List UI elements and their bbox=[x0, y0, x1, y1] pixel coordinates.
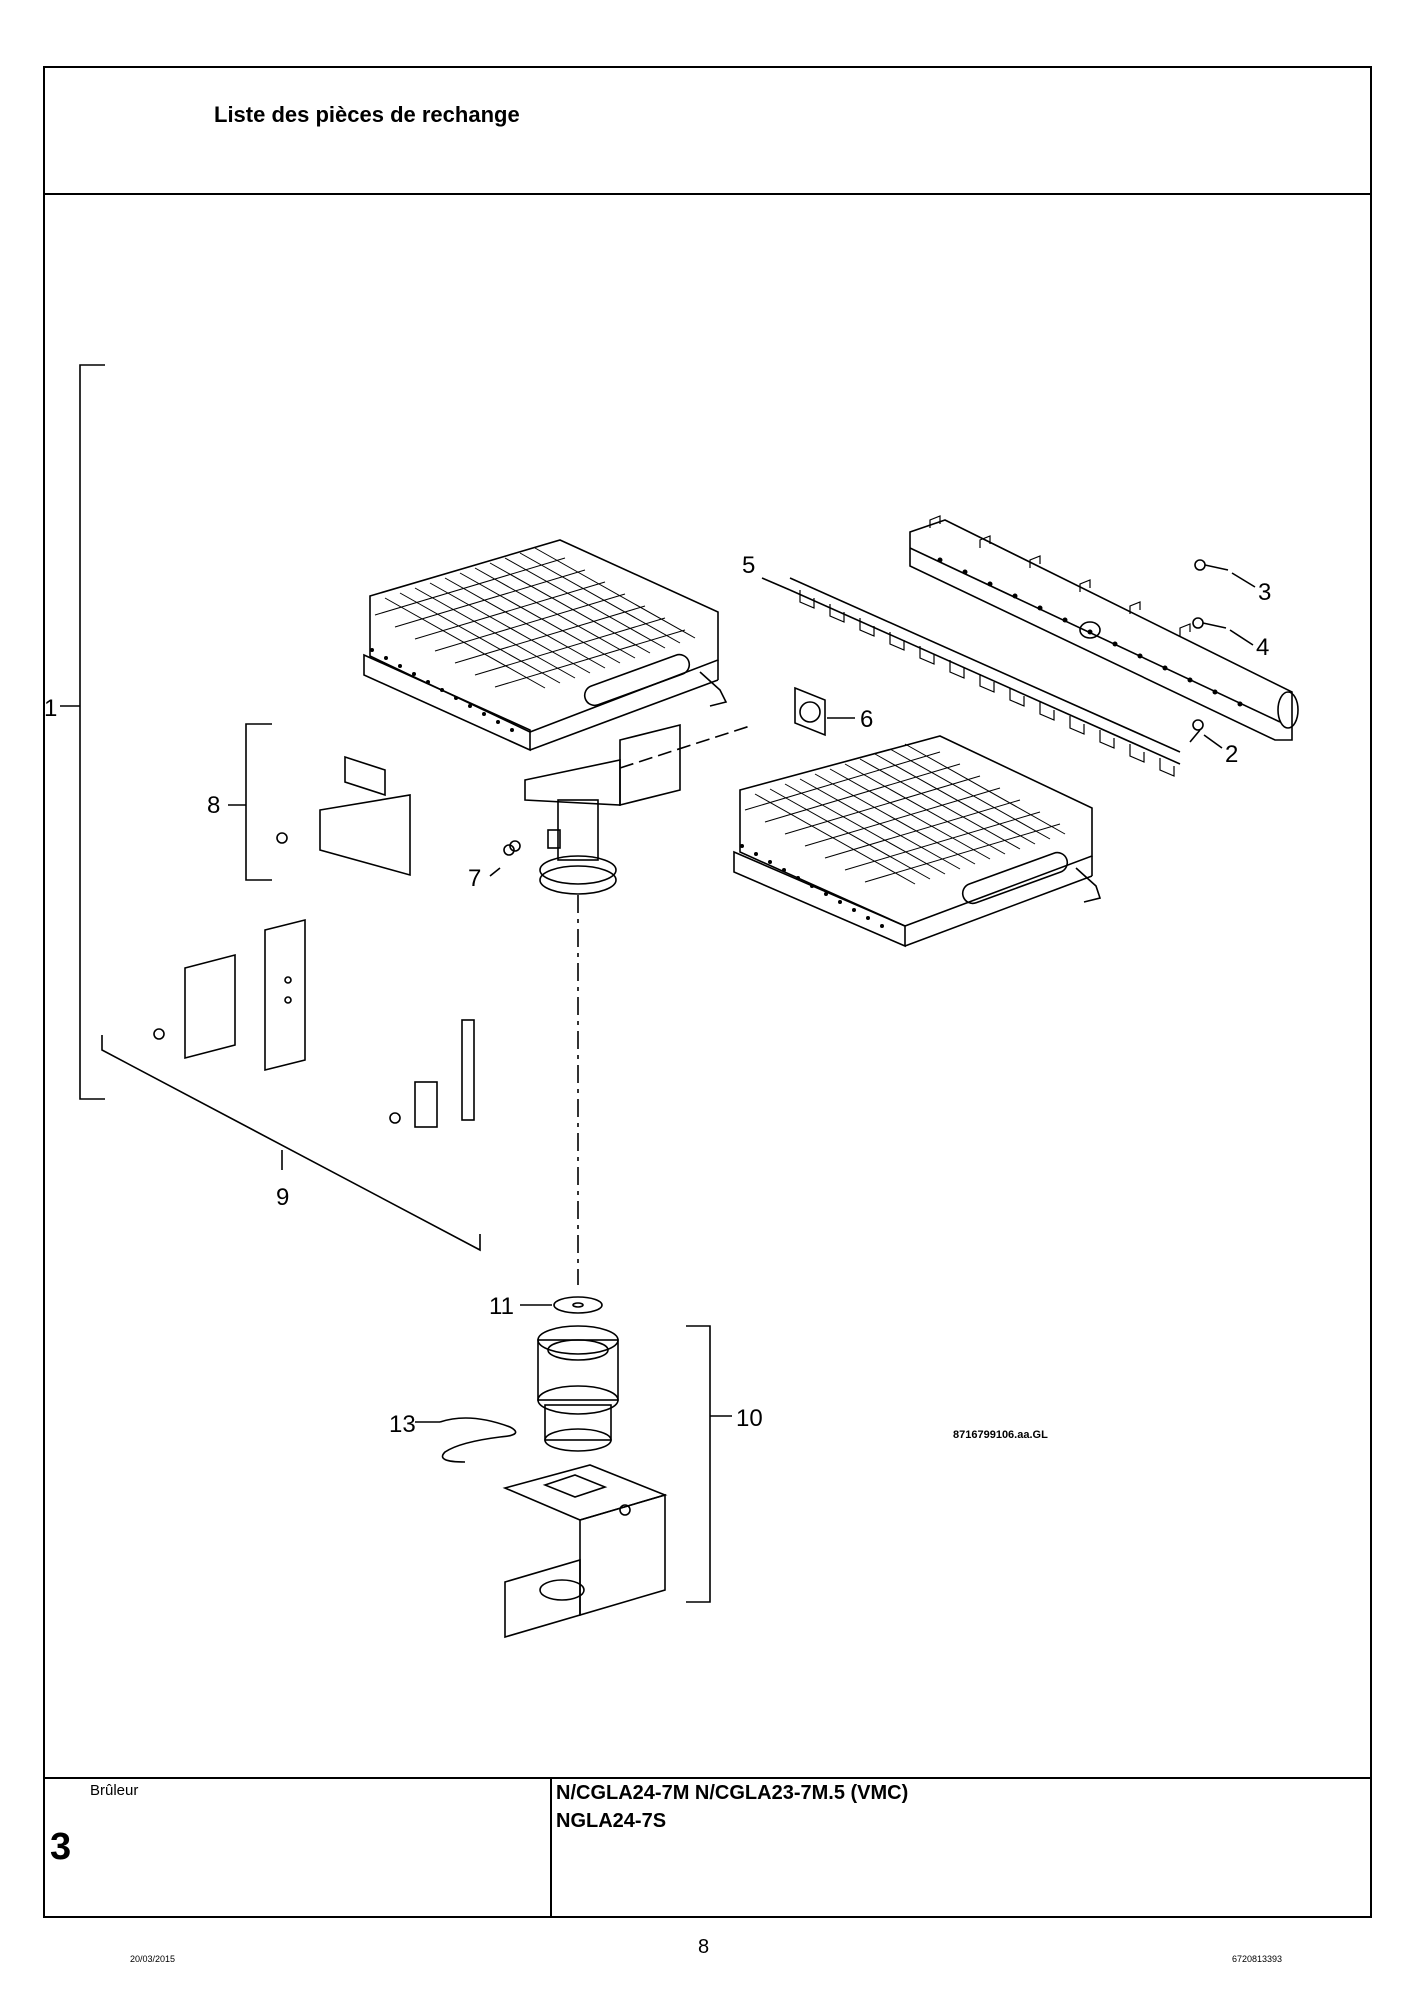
callout-2: 2 bbox=[1225, 741, 1238, 768]
callout-10: 10 bbox=[736, 1405, 763, 1432]
nozzle-holder-assembly bbox=[524, 723, 751, 1285]
electrode-bracket-part-8 bbox=[276, 755, 411, 877]
header-row bbox=[43, 66, 1372, 195]
bracket-group-1 bbox=[60, 364, 105, 1100]
bracket-group-8 bbox=[228, 723, 272, 881]
document-date: 20/03/2015 bbox=[130, 1954, 176, 1964]
screw-part-2 bbox=[1189, 719, 1223, 749]
footer-divider bbox=[550, 1777, 552, 1918]
gas-connector-part-10 bbox=[537, 1325, 619, 1452]
screw-part-3 bbox=[1194, 559, 1256, 588]
section-number: 3 bbox=[50, 1826, 72, 1868]
screw-part-4 bbox=[1192, 617, 1254, 646]
footer-row bbox=[43, 1777, 1372, 1918]
burner-block-right bbox=[733, 735, 1102, 948]
model-list-line-2: NGLA24-7S bbox=[556, 1810, 667, 1832]
callout-7: 7 bbox=[468, 865, 481, 892]
callout-3: 3 bbox=[1258, 579, 1271, 606]
callout-13: 13 bbox=[389, 1411, 416, 1438]
callout-9: 9 bbox=[276, 1184, 289, 1211]
page-title: Liste des pièces de rechange bbox=[214, 102, 520, 127]
screw-part-7 bbox=[489, 840, 521, 877]
callout-11: 11 bbox=[489, 1293, 514, 1320]
drawing-reference-code: 8716799106.aa.GL bbox=[953, 1429, 1048, 1441]
burner-block-left bbox=[363, 539, 728, 752]
callout-8: 8 bbox=[207, 792, 220, 819]
ignition-assembly-part-9 bbox=[153, 918, 475, 1128]
model-list-line-1: N/CGLA24-7M N/CGLA23-7M.5 (VMC) bbox=[556, 1782, 909, 1804]
callout-1: 1 bbox=[44, 695, 57, 722]
gasket-part-6 bbox=[794, 686, 855, 737]
document-number: 6720813393 bbox=[1232, 1954, 1283, 1964]
callout-5: 5 bbox=[742, 552, 755, 579]
mounting-bracket bbox=[502, 1464, 668, 1639]
bracket-group-10 bbox=[686, 1325, 732, 1603]
clip-part-13 bbox=[415, 1417, 517, 1463]
injector-strip bbox=[789, 577, 1181, 777]
bracket-group-9 bbox=[101, 1035, 481, 1252]
page-frame bbox=[43, 66, 1372, 1918]
section-name: Brûleur bbox=[90, 1782, 139, 1799]
washer-part-11 bbox=[520, 1296, 603, 1314]
callout-6: 6 bbox=[860, 706, 873, 733]
callout-leaders bbox=[761, 577, 791, 591]
page-number: 8 bbox=[698, 1936, 710, 1958]
callout-4: 4 bbox=[1256, 634, 1269, 661]
gas-manifold-bar bbox=[909, 515, 1299, 741]
